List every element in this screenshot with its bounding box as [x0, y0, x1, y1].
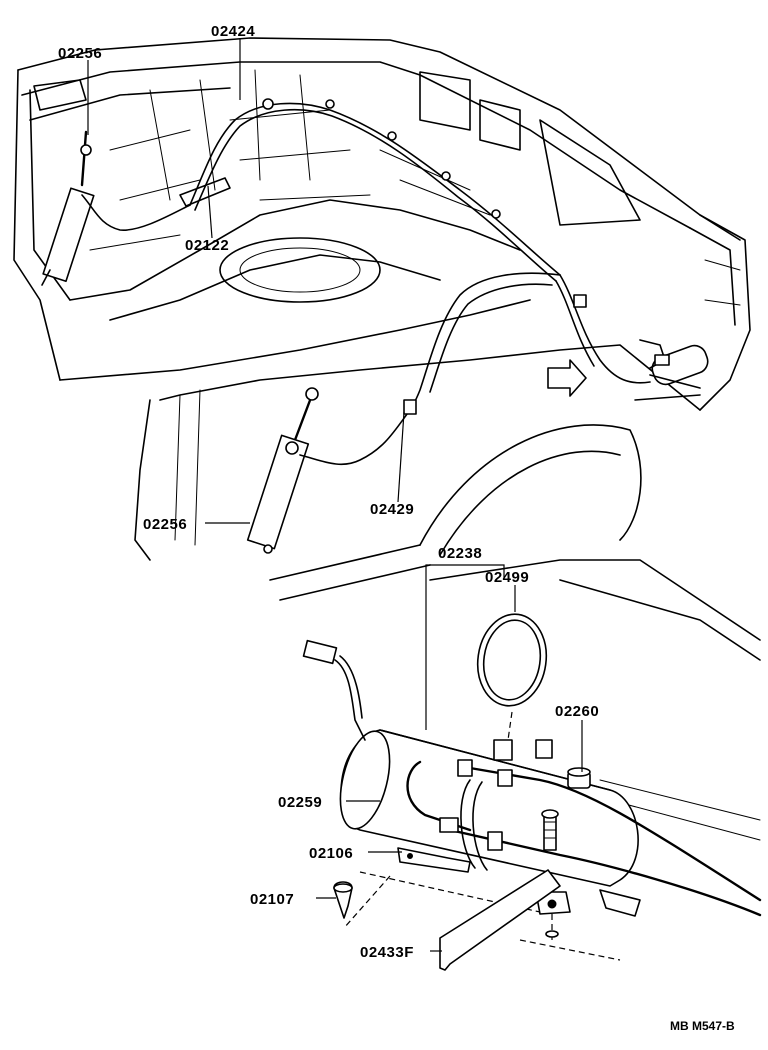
part-label-02259: 02259 [278, 794, 322, 811]
part-label-02424: 02424 [211, 23, 255, 40]
part-label-02499: 02499 [485, 569, 529, 586]
car-body-drawing [13, 37, 761, 841]
part-label-02433F: 02433F [360, 944, 414, 961]
air-tank-assembly [302, 613, 762, 971]
gas-strut-bottom [246, 387, 411, 554]
part-label-02429: 02429 [370, 501, 414, 518]
part-label-02256-top: 02256 [58, 45, 102, 62]
reference-code: MB M547-B [670, 1019, 735, 1033]
leader-lines [87, 38, 583, 952]
part-label-02122: 02122 [185, 237, 229, 254]
part-label-02107: 02107 [250, 891, 294, 908]
part-label-02260: 02260 [555, 703, 599, 720]
part-label-02106: 02106 [309, 845, 353, 862]
part-label-02256-bottom: 02256 [143, 516, 187, 533]
air-hose-harness [179, 98, 709, 415]
gas-strut-top [41, 130, 191, 286]
part-label-02238: 02238 [438, 545, 482, 562]
